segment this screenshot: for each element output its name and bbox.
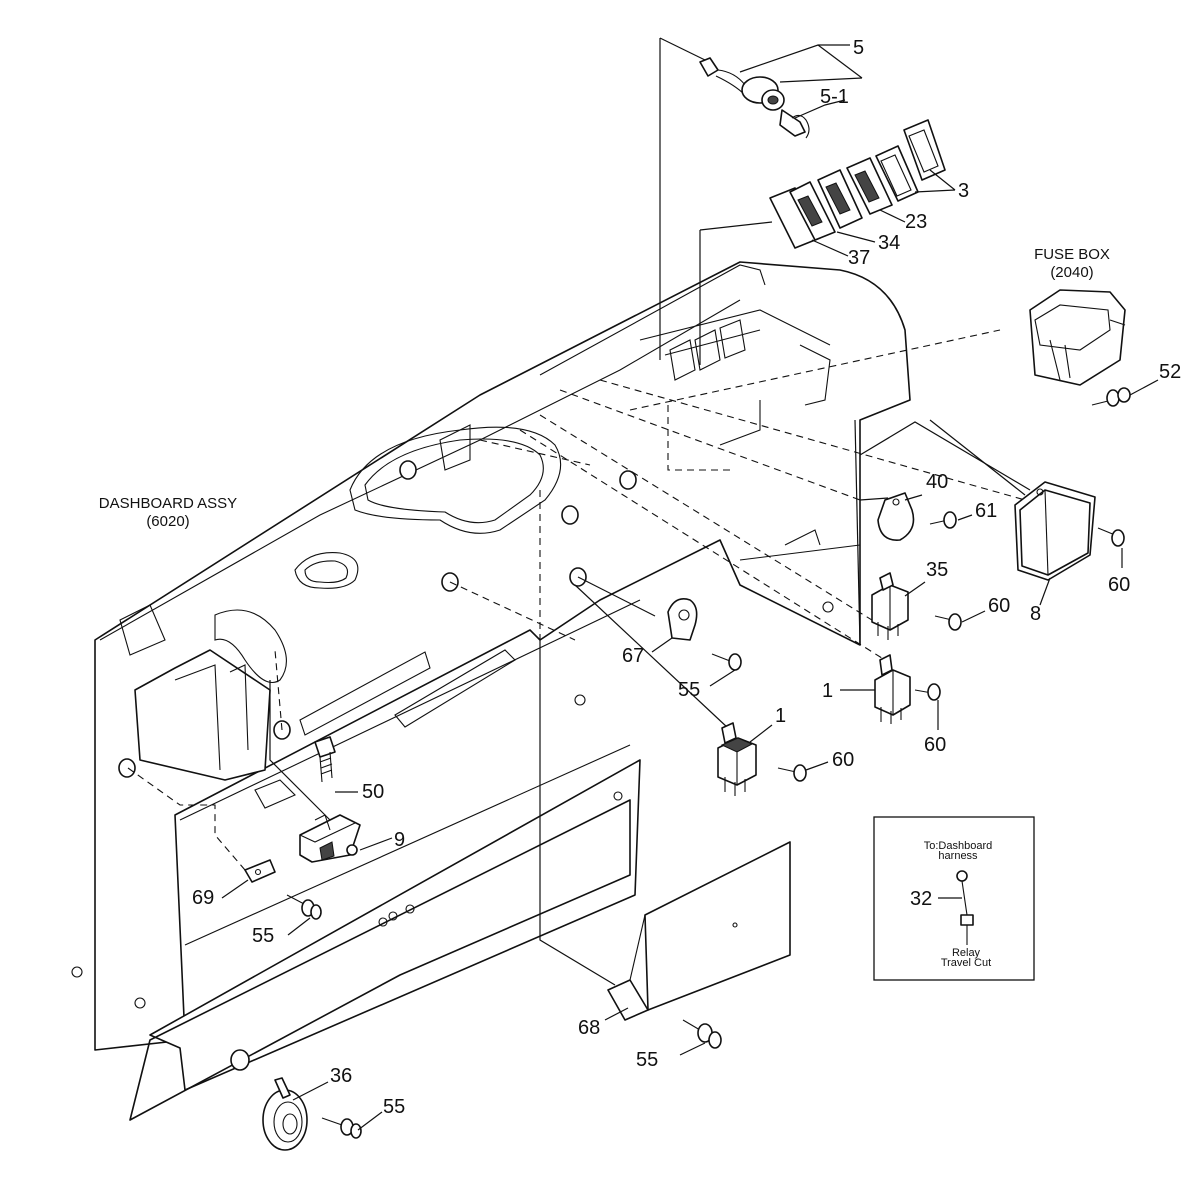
harness-inset bbox=[873, 816, 1035, 981]
callout-50: 50 bbox=[362, 781, 384, 803]
horn-part-36 bbox=[262, 1077, 308, 1151]
callout-leaders bbox=[221, 44, 1159, 1131]
callout-34: 34 bbox=[878, 232, 900, 254]
dashboard-caption-code: (6020) bbox=[146, 513, 189, 530]
callout-37: 37 bbox=[848, 247, 870, 269]
bolt-part-50 bbox=[314, 736, 336, 783]
fusebox-caption-title: FUSE BOX bbox=[1034, 246, 1110, 263]
dashboard-assembly bbox=[71, 261, 911, 1121]
callout-35: 35 bbox=[926, 559, 948, 581]
callout-1-left: 1 bbox=[775, 705, 786, 727]
callout-60-relay-35: 60 bbox=[988, 595, 1010, 617]
fusebox-caption-code: (2040) bbox=[1050, 264, 1093, 281]
callout-8: 8 bbox=[1030, 603, 1041, 625]
callout-67: 67 bbox=[622, 645, 644, 667]
callout-55-clip: 55 bbox=[678, 679, 700, 701]
callout-labels: 5 5-1 3 23 34 37 52 40 61 60 8 35 60 67 … bbox=[192, 37, 1181, 1118]
dashboard-caption-title: DASHBOARD ASSY bbox=[99, 495, 237, 512]
micro-switch-part-9 bbox=[299, 814, 361, 863]
part-40-cover bbox=[877, 492, 915, 541]
callout-52: 52 bbox=[1159, 361, 1181, 383]
screws bbox=[286, 387, 1131, 1139]
rocker-switches bbox=[769, 119, 946, 249]
inset-bottom-line1: Relay bbox=[952, 947, 981, 959]
clip-part-67 bbox=[667, 598, 698, 641]
callout-60-relay-1-left: 60 bbox=[832, 749, 854, 771]
relay-part-1-right bbox=[874, 654, 911, 724]
callout-60-relay-1-right: 60 bbox=[924, 734, 946, 756]
callout-3: 3 bbox=[958, 180, 969, 202]
fuse-box bbox=[1029, 289, 1126, 386]
callout-9: 9 bbox=[394, 829, 405, 851]
captions: DASHBOARD ASSY (6020) FUSE BOX (2040) To… bbox=[99, 246, 1110, 969]
callout-23: 23 bbox=[905, 211, 927, 233]
bracket-plate-part-68 bbox=[607, 841, 791, 1021]
callout-69: 69 bbox=[192, 887, 214, 909]
callout-55-bracket-69: 55 bbox=[252, 925, 274, 947]
inset-top-line1: To:Dashboard bbox=[924, 840, 993, 852]
solid-assembly-lines bbox=[269, 37, 1031, 986]
key-switch-part-5 bbox=[699, 57, 810, 139]
callout-1-right: 1 bbox=[822, 680, 833, 702]
callout-40: 40 bbox=[926, 471, 948, 493]
relay-part-35 bbox=[871, 572, 909, 640]
callout-32: 32 bbox=[910, 888, 932, 910]
callout-68: 68 bbox=[578, 1017, 600, 1039]
part-8-control-box bbox=[1014, 481, 1096, 581]
assembly-guide-lines bbox=[127, 329, 1026, 871]
inset-top-line2: harness bbox=[938, 850, 978, 862]
callout-5: 5 bbox=[853, 37, 864, 59]
callout-55-horn: 55 bbox=[383, 1096, 405, 1118]
callout-5-1: 5-1 bbox=[820, 86, 849, 108]
callout-55-bracket-68: 55 bbox=[636, 1049, 658, 1071]
bracket-part-69 bbox=[244, 859, 276, 883]
callout-36: 36 bbox=[330, 1065, 352, 1087]
callout-60-fusebox: 60 bbox=[1108, 574, 1130, 596]
relay-part-1-left bbox=[717, 722, 757, 796]
inset-bottom-line2: Travel Cut bbox=[941, 957, 991, 969]
callout-61: 61 bbox=[975, 500, 997, 522]
